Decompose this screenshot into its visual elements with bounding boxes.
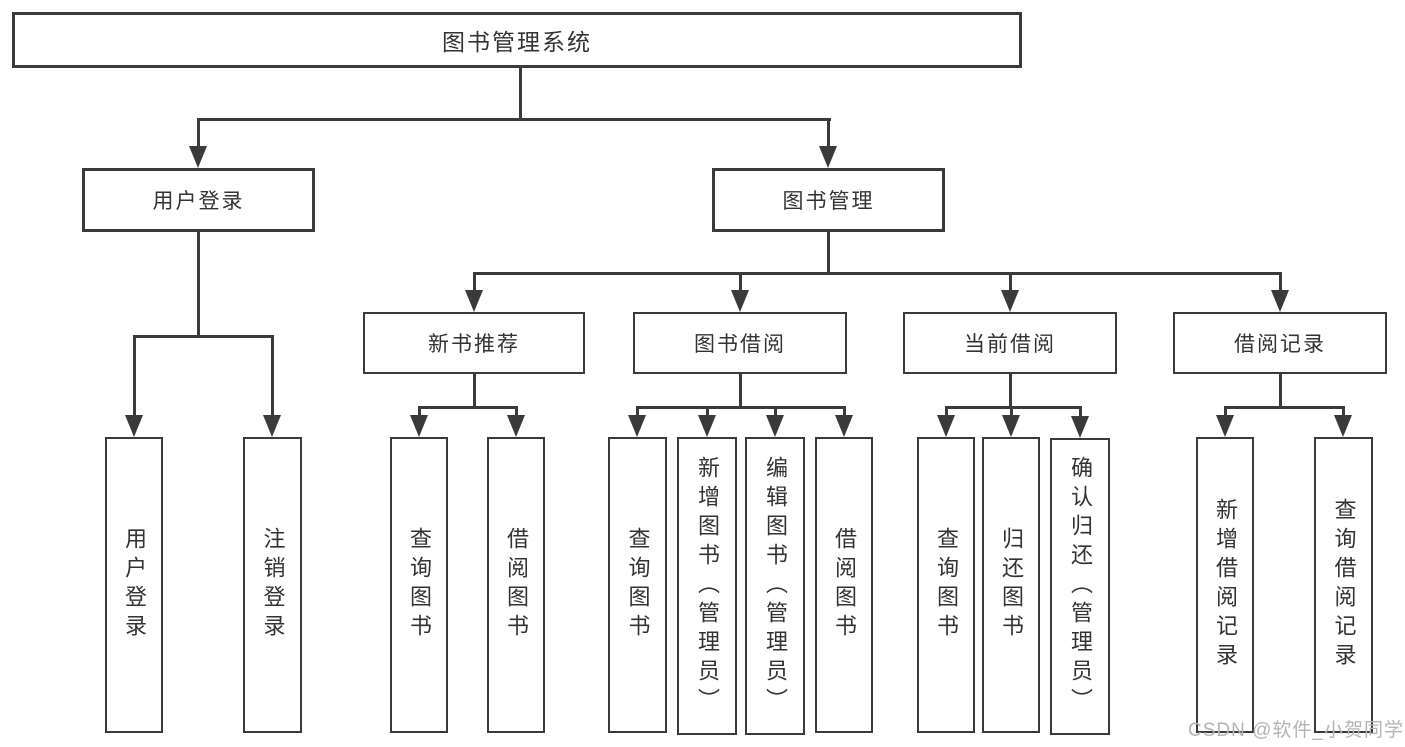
arrow-confirm-return-admin <box>1071 416 1089 438</box>
connector-drop-current-borrowing <box>1009 272 1012 292</box>
connector-drop-new-book-recommend <box>473 272 476 292</box>
node-new-book-recommend: 新书推荐 <box>363 312 585 374</box>
connector-user-login-bar <box>133 335 273 338</box>
arrow-borrowing-records <box>1271 290 1289 312</box>
node-user-login-label: 用户登录 <box>152 190 245 213</box>
connector-drop-borrowing-records <box>1279 272 1282 292</box>
leaf-logout: 注销登录 <box>243 437 302 733</box>
node-book-management: 图书管理 <box>712 168 945 232</box>
node-user-login: 用户登录 <box>82 168 315 232</box>
leaf-confirm-return-admin: 确认归还（管理员） <box>1050 438 1110 735</box>
arrow-return-books <box>1002 415 1020 437</box>
arrow-borrow-books <box>835 415 853 437</box>
node-book-borrowing: 图书借阅 <box>633 312 847 374</box>
leaf-query-books-recommend: 查询图书 <box>390 437 448 733</box>
leaf-borrow-books: 借阅图书 <box>815 437 873 733</box>
connector-root-stem <box>519 66 522 119</box>
node-borrowing-records-label: 借阅记录 <box>1234 333 1326 356</box>
connector-drop-confirm-return-admin <box>1079 406 1082 417</box>
csdn-watermark: CSDN @软件_小贺同学 <box>1188 720 1404 741</box>
connector-current-borrowing-stem <box>1009 373 1012 407</box>
connector-drop-leaf-logout <box>271 335 274 417</box>
arrow-leaf-user-login <box>125 415 143 437</box>
connector-book-management-stem <box>827 231 830 273</box>
leaf-add-borrow-record-label: 新增借阅记录 <box>1213 498 1238 672</box>
node-borrowing-records: 借阅记录 <box>1173 312 1387 374</box>
connector-borrowing-records-bar <box>1224 406 1344 409</box>
leaf-query-borrow-record: 查询借阅记录 <box>1314 437 1373 733</box>
leaf-query-books-borrowing-label: 查询图书 <box>625 527 651 643</box>
leaf-add-books-admin: 新增图书（管理员） <box>677 437 737 735</box>
leaf-query-books-current: 查询图书 <box>917 437 975 733</box>
leaf-edit-books-admin-label: 编辑图书（管理员） <box>763 455 788 717</box>
connector-drop-query-borrow-record <box>1342 406 1345 417</box>
node-new-book-recommend-label: 新书推荐 <box>428 333 520 356</box>
node-library-management-system: 图书管理系统 <box>12 12 1022 68</box>
leaf-borrow-books-recommend: 借阅图书 <box>487 437 545 733</box>
connector-drop-edit-books-admin <box>774 406 777 417</box>
connector-drop-user-login <box>197 118 200 148</box>
node-current-borrowing-label: 当前借阅 <box>964 333 1056 356</box>
connector-current-borrowing-bar <box>945 406 1081 409</box>
leaf-user-login-label: 用户登录 <box>122 527 147 643</box>
connector-drop-book-borrowing <box>739 272 742 292</box>
leaf-query-books-borrowing: 查询图书 <box>608 437 667 733</box>
arrow-user-login <box>189 146 207 168</box>
connector-drop-query-books-borrowing <box>636 406 639 417</box>
connector-new-book-recommend-bar <box>418 406 517 409</box>
connector-drop-leaf-user-login <box>133 335 136 417</box>
arrow-current-borrowing <box>1001 290 1019 312</box>
node-book-borrowing-label: 图书借阅 <box>694 333 786 356</box>
arrow-add-borrow-record <box>1216 415 1234 437</box>
leaf-confirm-return-admin-label: 确认归还（管理员） <box>1068 456 1093 717</box>
leaf-return-books-label: 归还图书 <box>999 527 1024 643</box>
leaf-borrow-books-label: 借阅图书 <box>832 527 857 643</box>
connector-drop-borrow-books <box>843 406 846 417</box>
arrow-borrow-books-recommend <box>507 415 525 437</box>
leaf-query-borrow-record-label: 查询借阅记录 <box>1331 498 1357 672</box>
leaf-user-login: 用户登录 <box>105 437 163 733</box>
leaf-query-books-current-label: 查询图书 <box>934 527 959 643</box>
arrow-book-borrowing <box>731 290 749 312</box>
node-book-management-label: 图书管理 <box>782 190 875 213</box>
node-library-management-system-label: 图书管理系统 <box>442 29 592 55</box>
connector-new-book-recommend-stem <box>473 373 476 407</box>
connector-drop-add-books-admin <box>706 406 709 417</box>
arrow-query-books-borrowing <box>628 415 646 437</box>
arrow-book-management <box>819 146 837 168</box>
arrow-query-borrow-record <box>1334 415 1352 437</box>
leaf-borrow-books-recommend-label: 借阅图书 <box>504 527 529 643</box>
connector-drop-add-borrow-record <box>1224 406 1227 417</box>
arrow-query-books-recommend <box>410 415 428 437</box>
leaf-logout-label: 注销登录 <box>260 527 286 643</box>
arrow-new-book-recommend <box>465 290 483 312</box>
leaf-add-borrow-record: 新增借阅记录 <box>1196 437 1254 733</box>
connector-drop-query-books-current <box>945 406 948 417</box>
connector-drop-return-books <box>1010 406 1013 417</box>
connector-user-login-stem <box>197 231 200 336</box>
node-current-borrowing: 当前借阅 <box>903 312 1117 374</box>
arrow-query-books-current <box>937 415 955 437</box>
arrow-edit-books-admin <box>766 415 784 437</box>
leaf-query-books-recommend-label: 查询图书 <box>407 527 432 643</box>
connector-borrowing-records-stem <box>1279 373 1282 407</box>
connector-drop-query-books-recommend <box>418 406 421 417</box>
connector-book-borrowing-bar <box>636 406 845 409</box>
leaf-return-books: 归还图书 <box>982 437 1040 733</box>
leaf-add-books-admin-label: 新增图书（管理员） <box>695 455 720 717</box>
arrow-add-books-admin <box>698 415 716 437</box>
connector-drop-book-management <box>827 118 830 148</box>
connector-drop-borrow-books-recommend <box>515 406 518 417</box>
connector-root-bar <box>197 118 831 121</box>
arrow-leaf-logout <box>263 415 281 437</box>
leaf-edit-books-admin: 编辑图书（管理员） <box>745 437 805 735</box>
connector-book-management-bar <box>473 272 1281 275</box>
connector-book-borrowing-stem <box>739 373 742 407</box>
